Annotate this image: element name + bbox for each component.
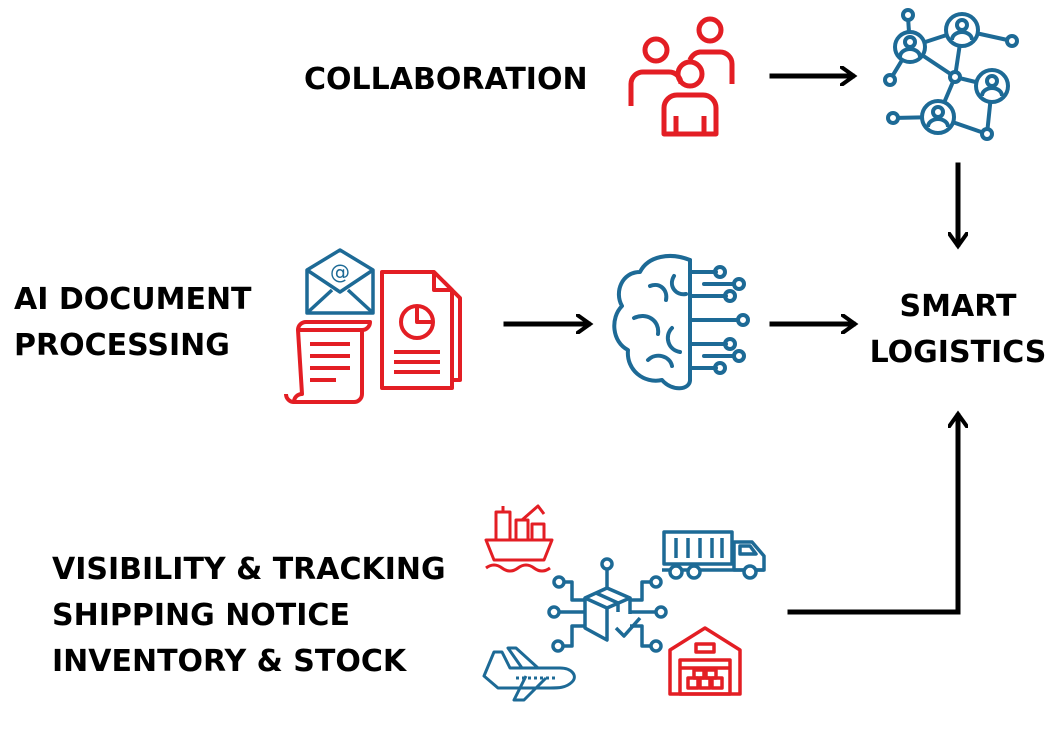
warehouse-icon — [668, 626, 742, 696]
label-shipping-notice: SHIPPING NOTICE — [52, 598, 350, 633]
ai-brain-icon — [612, 254, 750, 391]
email-at-symbol: @ — [330, 260, 350, 284]
truck-icon — [662, 530, 766, 580]
arrow-tracking-to-smart — [787, 416, 958, 615]
label-inventory-stock: INVENTORY & STOCK — [52, 644, 408, 679]
people-group-icon — [628, 16, 735, 137]
network-icon — [883, 8, 1019, 141]
label-ai-document: AI DOCUMENT — [14, 282, 252, 317]
label-smart: SMART — [900, 289, 1017, 324]
pie-document-icon — [380, 270, 462, 390]
label-processing: PROCESSING — [14, 328, 230, 363]
package-hub-icon — [547, 557, 668, 653]
cargo-ship-icon — [484, 504, 554, 573]
airplane-icon — [482, 646, 576, 702]
email-icon: @ — [305, 248, 375, 315]
label-logistics: LOGISTICS — [870, 335, 1047, 370]
label-collaboration: COLLABORATION — [304, 62, 588, 97]
scroll-document-icon — [284, 320, 372, 404]
label-visibility-tracking: VISIBILITY & TRACKING — [52, 552, 446, 587]
